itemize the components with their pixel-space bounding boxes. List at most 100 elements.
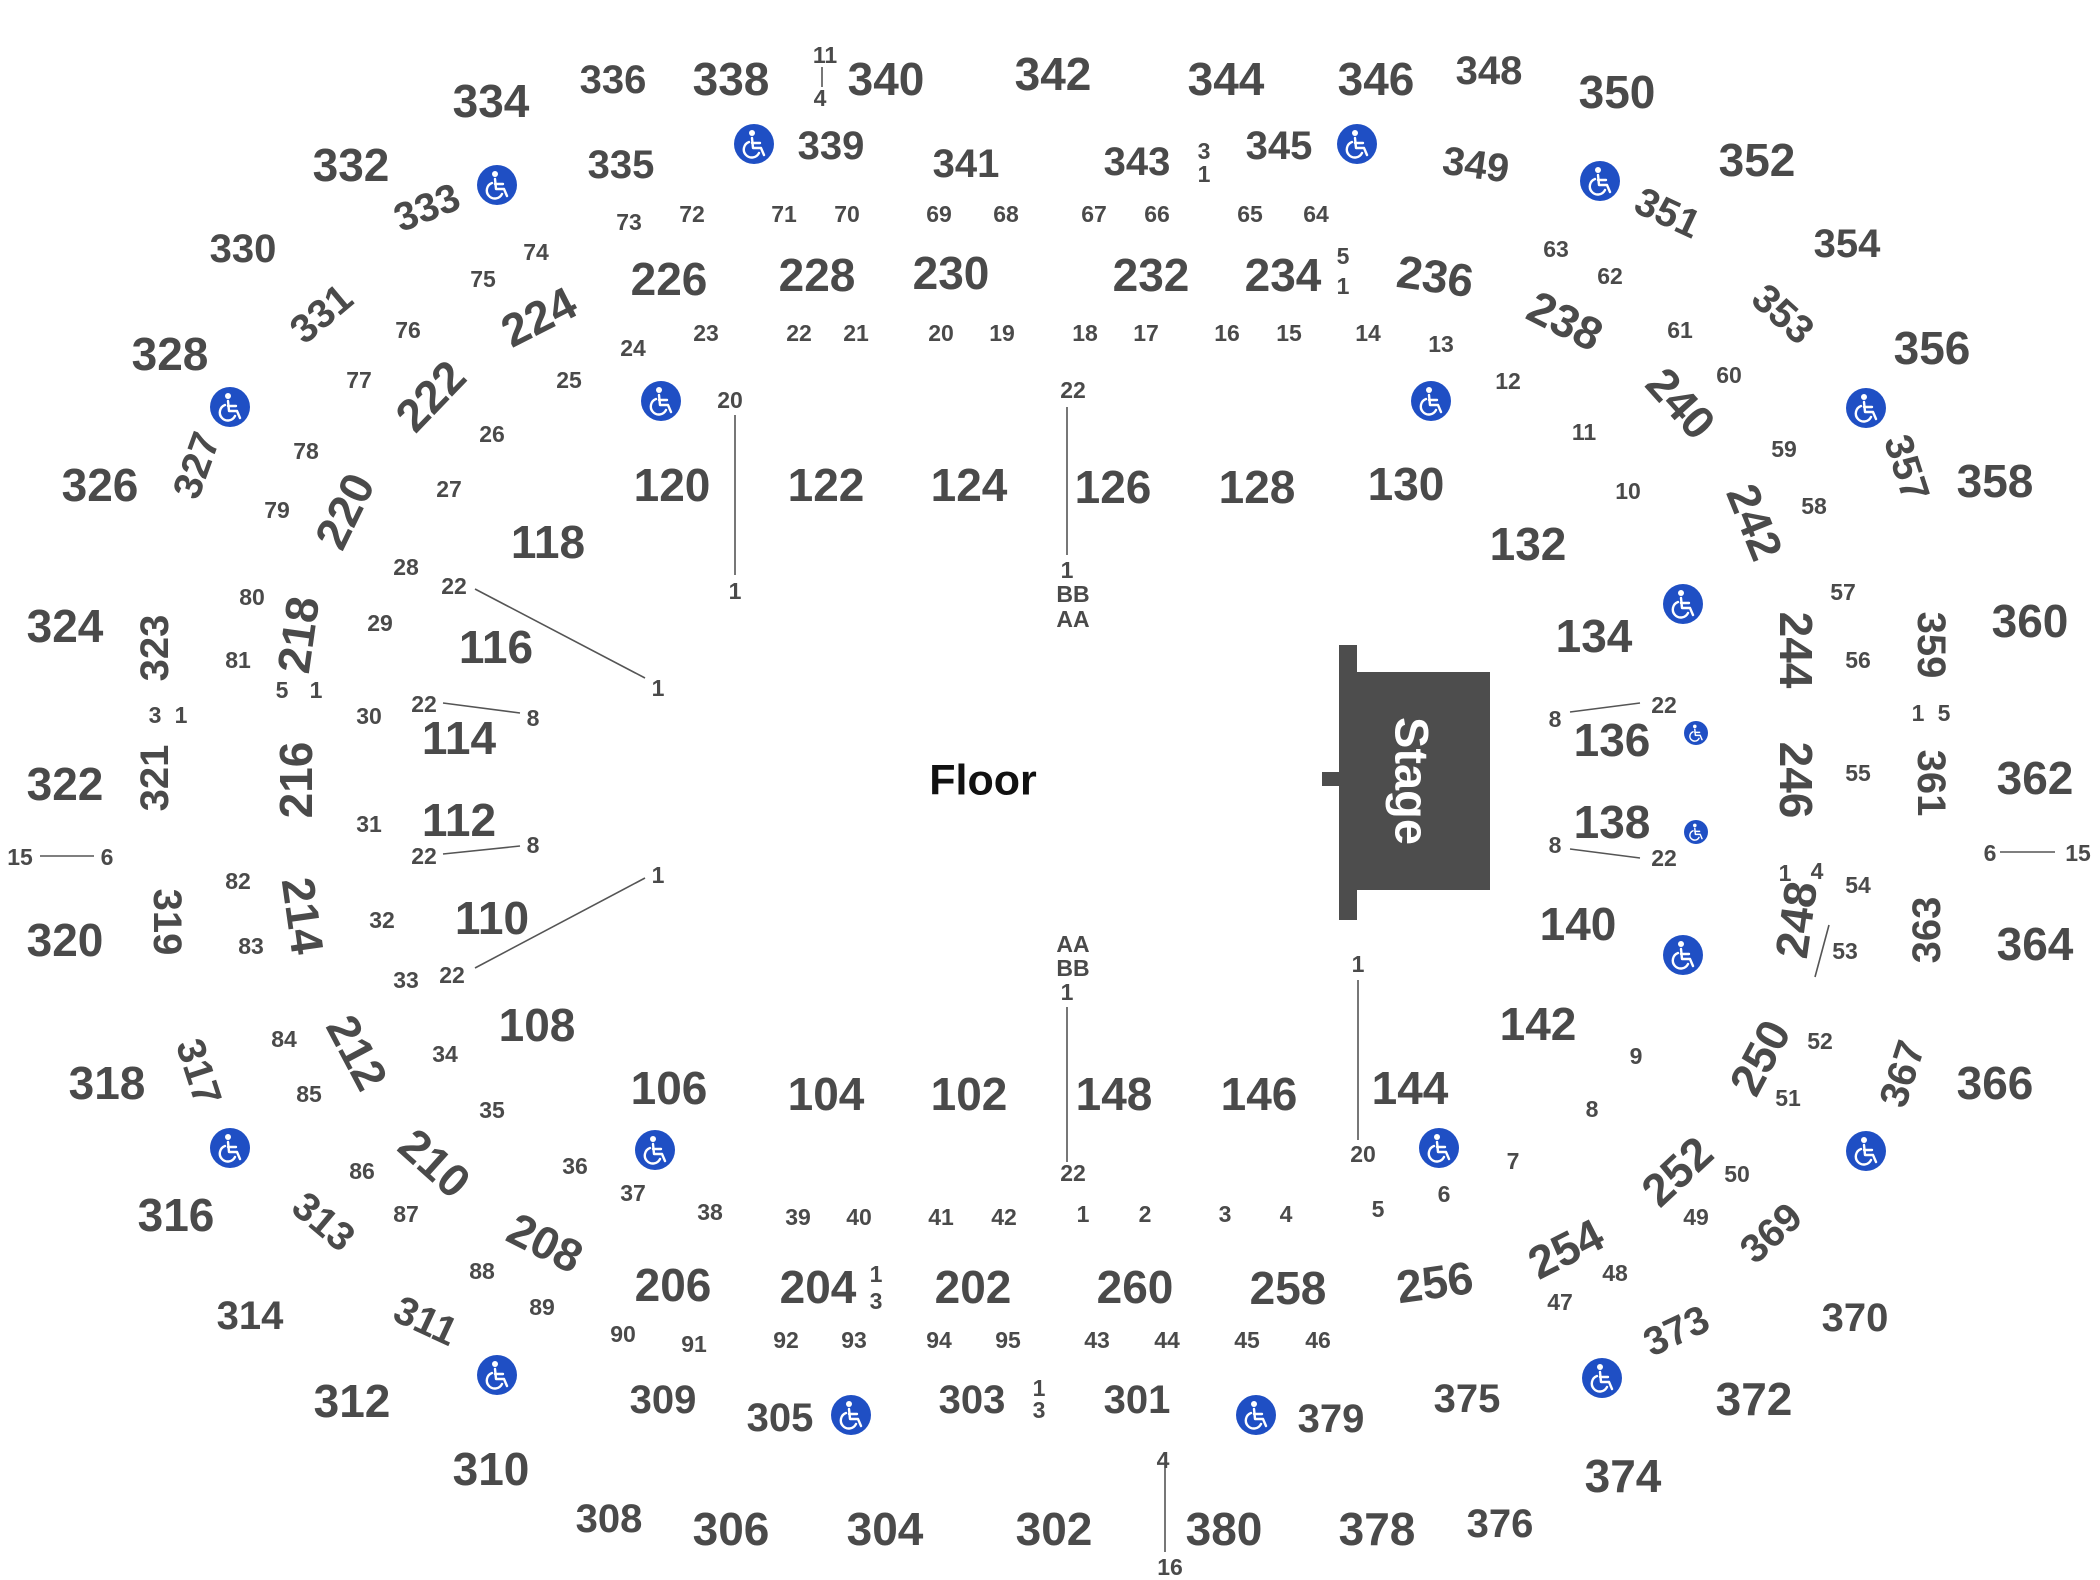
wheelchair-icon[interactable] — [734, 124, 774, 164]
wheelchair-icon[interactable] — [1419, 1128, 1459, 1168]
section-376[interactable]: 376 — [1467, 1502, 1534, 1546]
section-244[interactable]: 244 — [1770, 612, 1822, 689]
section-240[interactable]: 240 — [1636, 357, 1726, 449]
section-104[interactable]: 104 — [788, 1068, 865, 1120]
section-314[interactable]: 314 — [217, 1294, 284, 1338]
section-132[interactable]: 132 — [1490, 518, 1567, 570]
section-204[interactable]: 204 — [780, 1261, 857, 1313]
section-222[interactable]: 222 — [385, 350, 476, 441]
wheelchair-icon[interactable] — [210, 1128, 250, 1168]
section-252[interactable]: 252 — [1631, 1126, 1723, 1216]
section-230[interactable]: 230 — [913, 247, 990, 299]
section-258[interactable]: 258 — [1250, 1262, 1327, 1314]
section-372[interactable]: 372 — [1716, 1373, 1793, 1425]
section-228[interactable]: 228 — [779, 249, 856, 301]
section-106[interactable]: 106 — [631, 1062, 708, 1114]
section-124[interactable]: 124 — [931, 459, 1008, 511]
section-334[interactable]: 334 — [453, 75, 530, 127]
section-375[interactable]: 375 — [1434, 1377, 1501, 1421]
section-142[interactable]: 142 — [1500, 998, 1577, 1050]
section-360[interactable]: 360 — [1992, 595, 2069, 647]
section-138[interactable]: 138 — [1574, 796, 1651, 848]
section-358[interactable]: 358 — [1957, 455, 2034, 507]
section-351[interactable]: 351 — [1628, 179, 1707, 247]
section-369[interactable]: 369 — [1732, 1195, 1811, 1272]
section-310[interactable]: 310 — [453, 1443, 530, 1495]
section-302[interactable]: 302 — [1016, 1503, 1093, 1555]
section-311[interactable]: 311 — [387, 1288, 464, 1355]
section-206[interactable]: 206 — [635, 1259, 712, 1311]
section-320[interactable]: 320 — [27, 914, 104, 966]
section-242[interactable]: 242 — [1716, 477, 1793, 568]
section-318[interactable]: 318 — [69, 1057, 146, 1109]
section-341[interactable]: 341 — [933, 142, 1000, 186]
wheelchair-icon[interactable] — [477, 1355, 517, 1395]
wheelchair-icon[interactable] — [831, 1395, 871, 1435]
section-212[interactable]: 212 — [316, 1006, 398, 1098]
wheelchair-icon[interactable] — [1236, 1395, 1276, 1435]
section-336[interactable]: 336 — [580, 58, 647, 102]
wheelchair-icon[interactable] — [1580, 161, 1620, 201]
section-120[interactable]: 120 — [634, 459, 711, 511]
wheelchair-icon[interactable] — [1684, 820, 1708, 844]
section-328[interactable]: 328 — [132, 328, 209, 380]
section-348[interactable]: 348 — [1456, 49, 1523, 93]
section-102[interactable]: 102 — [931, 1068, 1008, 1120]
section-306[interactable]: 306 — [693, 1503, 770, 1555]
section-128[interactable]: 128 — [1219, 461, 1296, 513]
section-374[interactable]: 374 — [1585, 1450, 1662, 1502]
section-359[interactable]: 359 — [1909, 612, 1953, 679]
section-218[interactable]: 218 — [267, 593, 329, 676]
section-324[interactable]: 324 — [27, 600, 104, 652]
wheelchair-icon[interactable] — [1684, 721, 1708, 745]
section-144[interactable]: 144 — [1372, 1062, 1449, 1114]
section-366[interactable]: 366 — [1957, 1057, 2034, 1109]
section-361[interactable]: 361 — [1909, 750, 1953, 817]
section-312[interactable]: 312 — [314, 1375, 391, 1427]
section-303[interactable]: 303 — [939, 1378, 1006, 1422]
section-112[interactable]: 112 — [422, 794, 496, 846]
wheelchair-icon[interactable] — [1582, 1358, 1622, 1398]
section-260[interactable]: 260 — [1097, 1261, 1174, 1313]
section-316[interactable]: 316 — [138, 1189, 215, 1241]
section-362[interactable]: 362 — [1997, 752, 2074, 804]
section-254[interactable]: 254 — [1520, 1208, 1612, 1289]
section-332[interactable]: 332 — [313, 139, 390, 191]
section-234[interactable]: 234 — [1245, 249, 1322, 301]
section-321[interactable]: 321 — [133, 745, 177, 812]
section-379[interactable]: 379 — [1298, 1397, 1365, 1441]
section-116[interactable]: 116 — [459, 621, 533, 673]
section-148[interactable]: 148 — [1076, 1068, 1153, 1120]
section-308[interactable]: 308 — [576, 1497, 643, 1541]
section-373[interactable]: 373 — [1637, 1297, 1716, 1365]
section-305[interactable]: 305 — [747, 1396, 814, 1440]
section-317[interactable]: 317 — [167, 1033, 229, 1110]
section-208[interactable]: 208 — [499, 1202, 591, 1283]
wheelchair-icon[interactable] — [1663, 935, 1703, 975]
section-238[interactable]: 238 — [1519, 280, 1611, 361]
section-333[interactable]: 333 — [388, 175, 466, 241]
section-214[interactable]: 214 — [272, 874, 334, 958]
section-136[interactable]: 136 — [1574, 714, 1651, 766]
section-140[interactable]: 140 — [1540, 898, 1617, 950]
section-352[interactable]: 352 — [1719, 134, 1796, 186]
section-110[interactable]: 110 — [455, 892, 529, 944]
section-216[interactable]: 216 — [270, 742, 322, 819]
section-356[interactable]: 356 — [1894, 322, 1971, 374]
section-335[interactable]: 335 — [588, 143, 655, 187]
section-364[interactable]: 364 — [1997, 918, 2074, 970]
section-378[interactable]: 378 — [1339, 1503, 1416, 1555]
section-304[interactable]: 304 — [847, 1503, 924, 1555]
section-319[interactable]: 319 — [145, 889, 189, 956]
section-322[interactable]: 322 — [27, 758, 104, 810]
wheelchair-icon[interactable] — [1337, 124, 1377, 164]
wheelchair-icon[interactable] — [210, 387, 250, 427]
section-232[interactable]: 232 — [1113, 249, 1190, 301]
section-146[interactable]: 146 — [1221, 1068, 1298, 1120]
wheelchair-icon[interactable] — [1846, 388, 1886, 428]
stage[interactable]: Stage — [1322, 645, 1490, 920]
section-327[interactable]: 327 — [165, 427, 229, 505]
section-331[interactable]: 331 — [282, 276, 361, 353]
section-370[interactable]: 370 — [1822, 1296, 1889, 1340]
section-344[interactable]: 344 — [1188, 53, 1265, 105]
